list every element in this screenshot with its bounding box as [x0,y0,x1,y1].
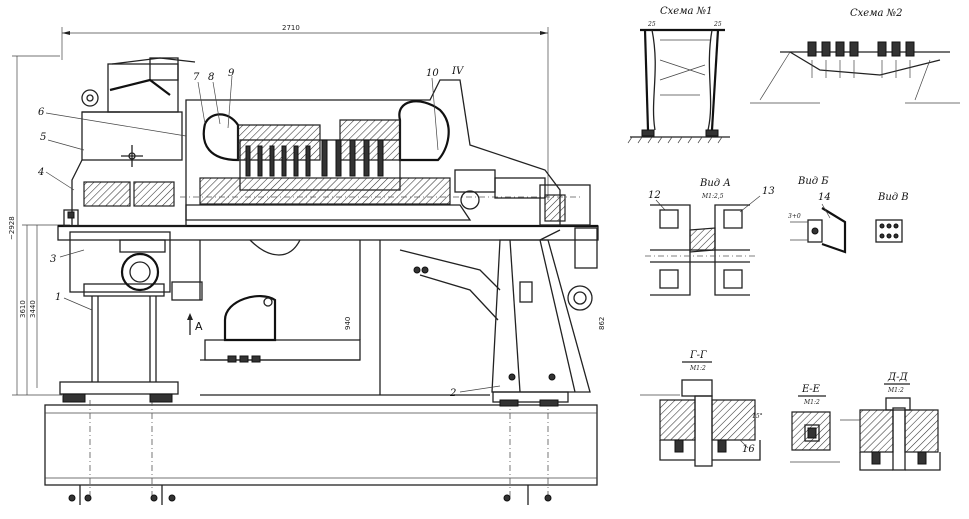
foundation-base [44,400,598,505]
callout-6: 6 [38,107,45,118]
section-e-scale: M1:2 [803,399,820,406]
section-d-scale: M1:2 [887,387,904,394]
view-a: Вид А M1:2,5 12 13 [645,178,775,296]
callout-4: 4 [37,167,44,178]
view-b: Вид Б 14 3+0 [788,176,847,254]
callout-12: 12 [648,190,661,201]
section-g-angle: 15° [752,413,763,420]
scheme-1-title: Схема №1 [660,6,712,17]
turbine-casing [180,79,591,226]
callout-10: 10 [426,68,439,79]
view-v: Вид В [875,192,909,243]
dim-left-outer: ~2928 [8,216,16,240]
rear-support-frame [399,227,598,393]
view-a-scale: M1:2,5 [701,193,724,200]
front-support-columns [83,283,165,382]
scheme-1-dim-a: 25 [647,21,656,28]
governor-assembly [63,57,196,227]
dim-right-label: 862 [598,317,606,330]
turbine-blades [245,139,384,177]
top-dimension: 2710 [61,24,549,200]
section-d-title: Д-Д [887,372,909,383]
view-b-title: Вид Б [797,176,829,187]
section-g-g: Г-Г M1:2 16 15° [640,350,763,467]
callout-9: 9 [228,68,235,79]
view-arrow-label: A [195,320,203,333]
callouts: 1 2 3 4 5 6 7 8 9 10 [37,68,501,399]
section-g-title: Г-Г [689,350,707,361]
callout-3: 3 [50,254,56,265]
main-assembly-view: 2710 ~2928 3610 3440 [8,24,606,505]
scheme-1-dim-b: 25 [713,21,722,28]
section-g-scale: M1:2 [689,365,706,372]
scheme-2: Схема №2 [750,8,960,104]
front-bearing-housing [69,231,203,301]
section-d-d: Д-Д M1:2 [840,372,941,471]
callout-16: 16 [742,444,755,455]
view-b-dim: 3+0 [788,213,801,220]
section-mark: IV [451,66,465,77]
view-v-title: Вид В [877,192,909,203]
scheme-1: Схема №1 25 25 [627,6,730,144]
section-e-title: Е-Е [801,384,821,395]
callout-7: 7 [193,72,200,83]
middle-subframe: 940 862 A [187,239,606,363]
section-e-e: Е-Е M1:2 [790,384,840,463]
callout-13: 13 [762,186,775,197]
callout-1: 1 [55,292,61,303]
dim-left-mid: 3610 [19,300,27,318]
sole-plates [59,381,569,407]
view-a-title: Вид А [699,178,731,189]
dim-left-inner: 3440 [29,300,37,318]
dim-center-label: 940 [344,317,352,330]
callout-5: 5 [40,132,46,143]
callout-2: 2 [449,388,456,399]
dim-top-label: 2710 [282,24,300,32]
callout-14: 14 [818,192,831,203]
scheme-2-title: Схема №2 [850,8,902,19]
callout-8: 8 [208,72,214,83]
